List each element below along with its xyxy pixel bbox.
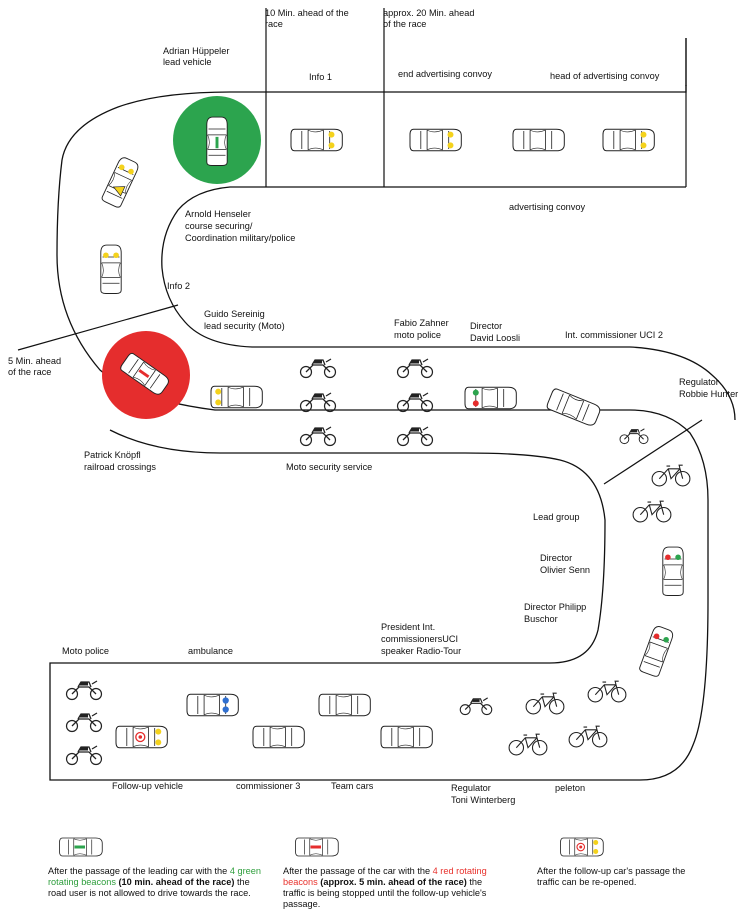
label-director-philipp: Director Philipp [524,602,587,612]
peleton-bike-1 [525,692,565,715]
label-senn: Olivier Senn [540,565,591,575]
label-ambulance: ambulance [188,646,233,656]
legend-followup-car [560,837,604,857]
moto-security-1 [299,357,337,379]
info2-car [100,244,122,294]
label-info1: Info 1 [309,72,332,82]
label-buschor: Buschor [524,614,558,624]
label-sereinig-name: Guido Sereinig [204,309,265,319]
moto-police-1 [396,357,434,379]
label-hunter: Robbie Hunter [679,389,739,399]
convoy-car-end [409,128,462,152]
team-car-2 [318,693,371,717]
director-loosli-car [464,386,517,410]
uci2-car [545,387,603,428]
label-winterberg: Toni Winterberg [451,795,516,805]
regulator-hunter-moto [618,427,650,445]
regulator-winterberg-moto [458,696,494,716]
moto-police-lower-2 [65,711,103,733]
moto-police-2 [396,391,434,413]
lead-group-bike-1 [651,464,691,487]
divider-lines [17,8,703,485]
legend-green-car [59,837,103,857]
label-ahead-5a: 5 Min. ahead [8,356,62,366]
peleton-bike-2 [587,680,627,703]
moto-security-2 [299,391,337,413]
label-director-senn-title: Director [540,553,573,563]
label-peleton: peleton [555,783,586,793]
info1-car [290,128,343,152]
label-zahner-name: Fabio Zahner [394,318,449,328]
red-beacon-car [118,351,172,397]
label-followup: Follow-up vehicle [112,781,183,791]
label-zahner-role: moto police [394,330,441,340]
label-moto-security: Moto security service [286,462,373,472]
label-president1: President Int. [381,622,436,632]
label-lead-vehicle-name: Adrian Hüppeler [163,46,230,56]
label-sereinig-role: lead security (Moto) [204,321,285,331]
label-regulator-hunter-title: Regulator [679,377,719,387]
label-moto-police: Moto police [62,646,109,656]
label-lead-vehicle-role: lead vehicle [163,57,212,67]
label-knopfl-name: Patrick Knöpfl [84,450,141,460]
label-info2: Info 2 [167,281,190,291]
label-loosli: David Loosli [470,333,521,343]
moto-police-lower-3 [65,744,103,766]
legend-text-green: After the passage of the leading car wit… [48,866,261,898]
legend-red-car [295,837,339,857]
label-president2: commissionersUCI [381,634,459,644]
label-henseler-role1: course securing/ [185,221,253,231]
label-lead-group: Lead group [533,512,580,522]
label-commissioner3: commissioner 3 [236,781,301,791]
lead-security-car [210,385,263,409]
moto-security-3 [299,425,337,447]
label-henseler-name: Arnold Henseler [185,209,251,219]
team-car-1 [380,725,433,749]
label-knopfl-role: railroad crossings [84,462,156,472]
label-ahead-10: 10 Min. ahead of the race [265,8,349,29]
legend-text-followup: After the follow-up car's passage the tr… [537,866,686,887]
warning-car [100,155,141,209]
label-regulator-winterberg-title: Regulator [451,783,491,793]
followup-car [115,725,168,749]
label-president3: speaker Radio-Tour [381,646,462,656]
ambulance-car [186,693,239,717]
commissioner3-car [252,725,305,749]
label-head-convoy: head of advertising convoy [550,71,660,81]
director-senn-car [662,546,684,596]
label-end-convoy: end advertising convoy [398,69,492,79]
moto-police-lower-1 [65,679,103,701]
label-ahead-5b: of the race [8,367,52,377]
lead-vehicle-car [206,116,228,166]
label-director-loosli-title: Director [470,321,503,331]
lead-group-bike-2 [632,500,672,523]
convoy-car-head [602,128,655,152]
label-henseler-role2: Coordination military/police [185,233,296,243]
label-advertising-convoy: advertising convoy [509,202,586,212]
label-ahead-20: approx. 20 Min. ahead of the race [383,8,475,29]
convoy-car-middle [512,128,565,152]
peleton-bike-3 [568,725,608,748]
legend-text-red: After the passage of the car with the 4 … [283,866,487,909]
label-team-cars: Team cars [331,781,374,791]
label-uci2: Int. commissioner UCI 2 [565,330,664,340]
peleton-bike-4 [508,733,548,756]
director-buschor-car [638,624,675,678]
moto-police-3 [396,425,434,447]
